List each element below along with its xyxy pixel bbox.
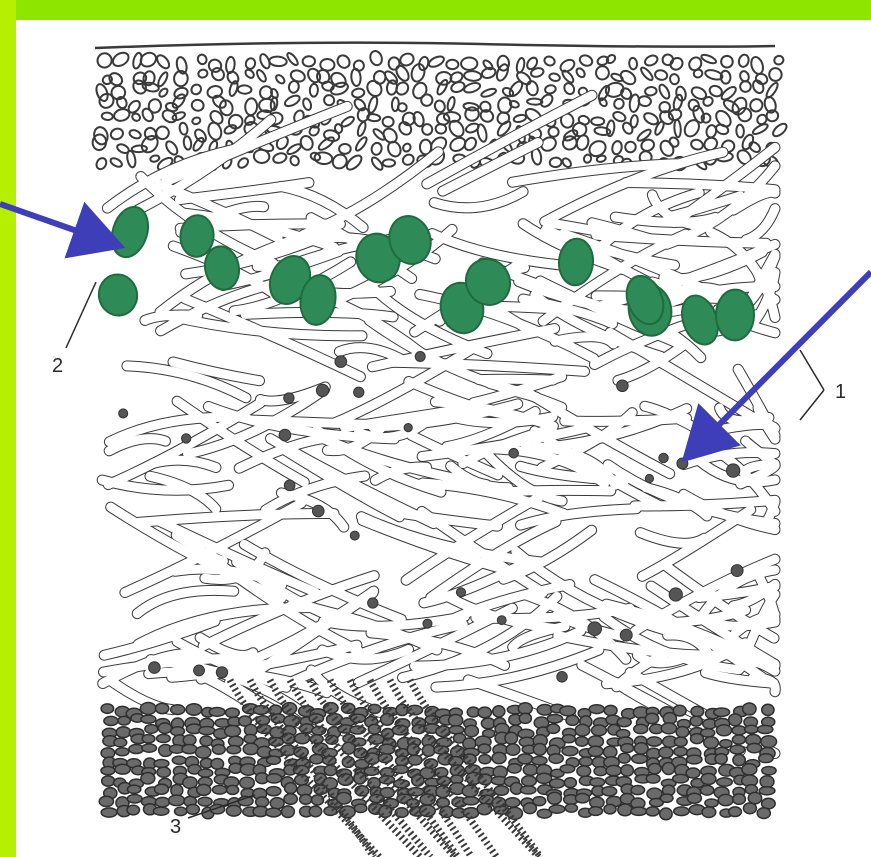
label-hyphae-layer: 1 <box>835 381 846 403</box>
frame-left-border <box>0 0 16 857</box>
arrow-left-pointer-icon <box>0 204 114 244</box>
frame-top-border <box>0 0 871 20</box>
label-algal-cell: 2 <box>52 355 63 377</box>
label-rhizines: 3 <box>170 816 181 838</box>
